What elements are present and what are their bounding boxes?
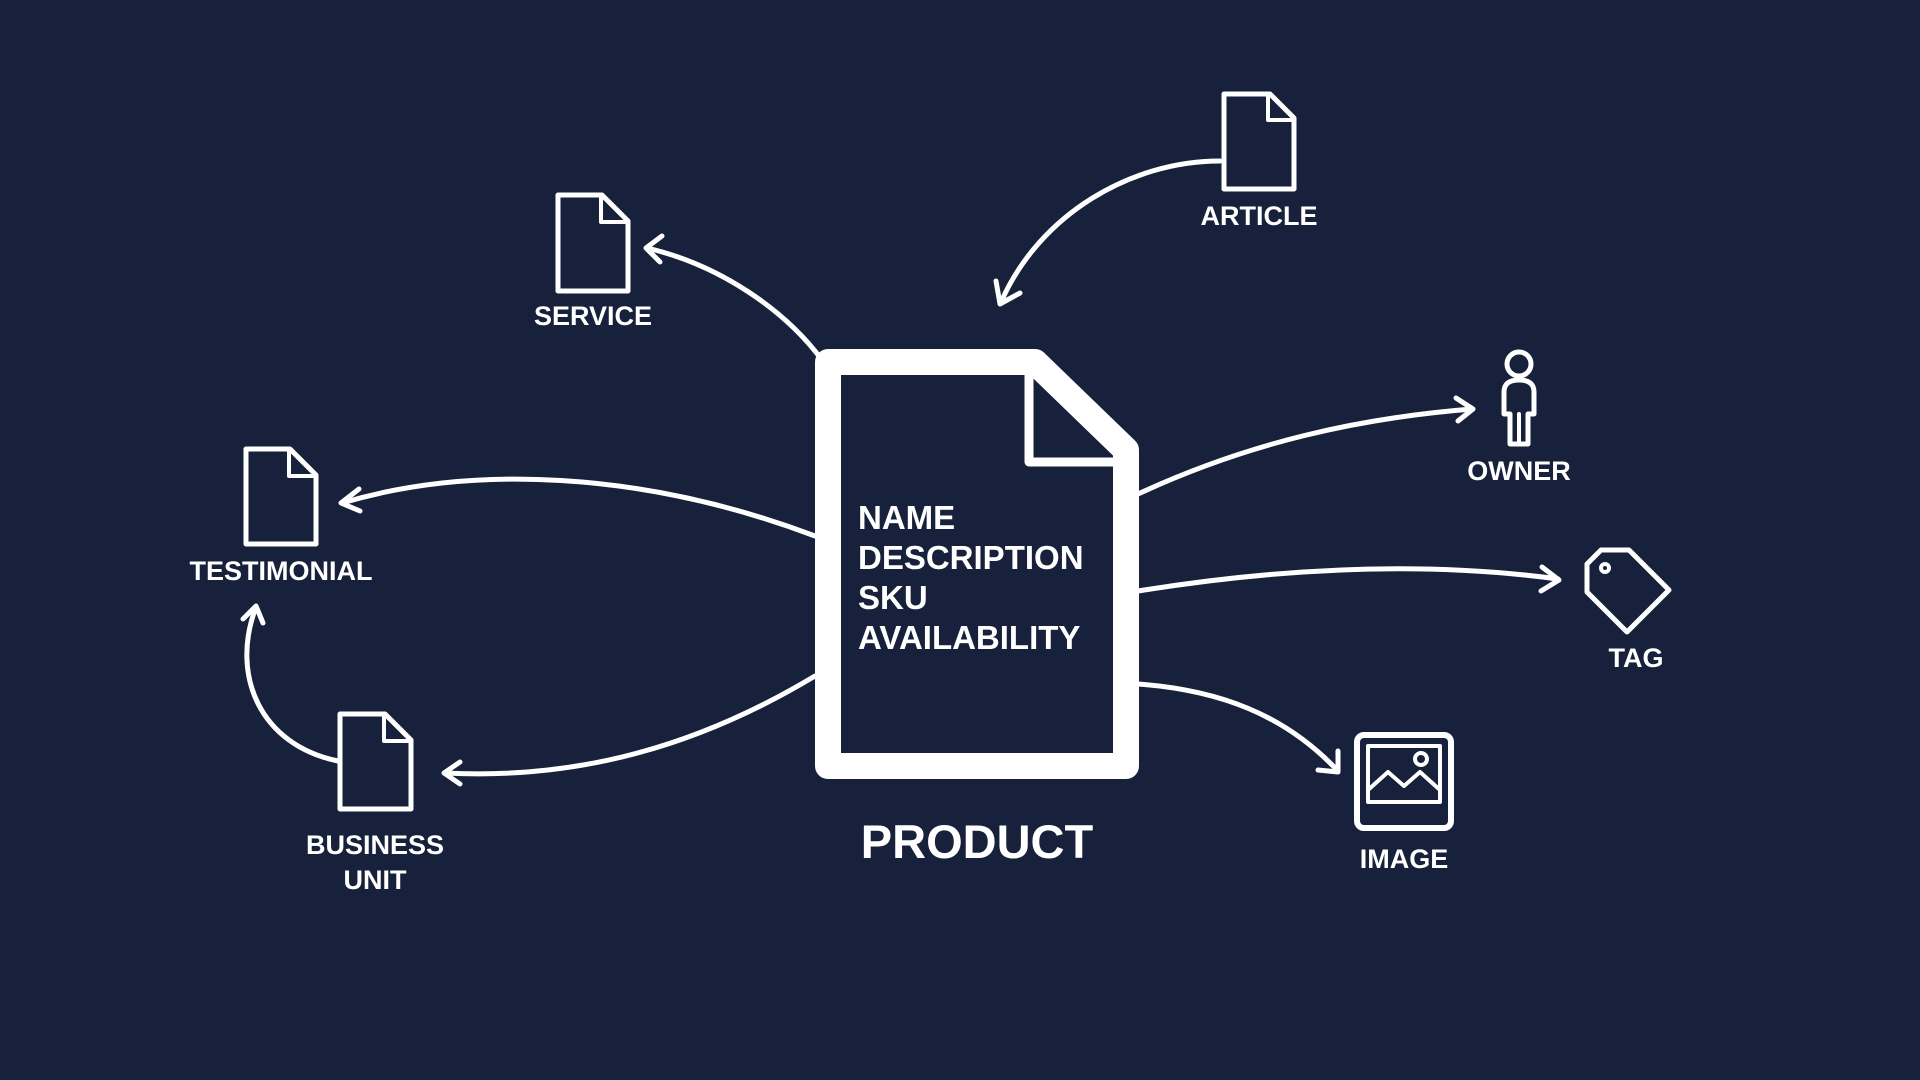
business-unit-label-line1: BUSINESS — [306, 830, 444, 860]
tag-label: TAG — [1609, 643, 1664, 673]
service-document-icon — [555, 192, 631, 294]
article-node: ARTICLE — [1201, 91, 1318, 231]
connectors — [240, 158, 1562, 787]
product-field-description: DESCRIPTION — [858, 539, 1084, 576]
product-document-icon — [815, 349, 1139, 779]
connector-product-to-owner — [1135, 395, 1476, 497]
article-document-icon — [1221, 91, 1297, 192]
tag-icon — [1584, 547, 1672, 635]
person-icon — [1501, 349, 1537, 447]
image-node: IMAGE — [1354, 732, 1454, 874]
owner-label: OWNER — [1467, 456, 1571, 486]
business-unit-document-icon — [337, 711, 414, 812]
connector-product-to-service — [643, 233, 825, 363]
product-field-name: NAME — [858, 499, 955, 536]
service-label: SERVICE — [534, 301, 652, 331]
connector-article-to-product — [993, 158, 1223, 307]
owner-node: OWNER — [1467, 349, 1571, 486]
image-icon — [1354, 732, 1454, 831]
connector-product-to-business-unit — [441, 673, 818, 787]
connector-product-to-image — [1135, 681, 1341, 775]
product-node: NAME DESCRIPTION SKU AVAILABILITY PRODUC… — [815, 349, 1139, 868]
product-field-sku: SKU — [858, 579, 928, 616]
testimonial-document-icon — [243, 446, 319, 547]
business-unit-label-line2: UNIT — [344, 865, 407, 895]
connector-product-to-tag — [1135, 564, 1562, 594]
article-label: ARTICLE — [1201, 201, 1318, 231]
product-label: PRODUCT — [861, 815, 1094, 868]
product-field-availability: AVAILABILITY — [858, 619, 1080, 656]
product-fields: NAME DESCRIPTION SKU AVAILABILITY — [858, 499, 1084, 656]
testimonial-label: TESTIMONIAL — [190, 556, 373, 586]
connector-product-to-testimonial — [338, 476, 818, 539]
service-node: SERVICE — [534, 192, 652, 331]
testimonial-node: TESTIMONIAL — [190, 446, 373, 586]
image-label: IMAGE — [1360, 844, 1449, 874]
business-unit-node: BUSINESS UNIT — [306, 711, 444, 895]
connector-business-unit-to-testimonial — [240, 603, 341, 764]
tag-node: TAG — [1584, 547, 1672, 673]
